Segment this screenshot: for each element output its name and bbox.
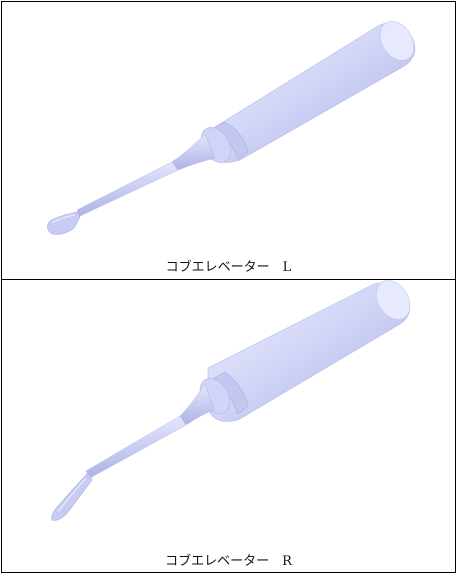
figure-panel-right: コブエレベーター R [2, 280, 455, 572]
figure-panel-left: コブエレベーター L [2, 2, 455, 280]
elevator-l-illustration [47, 21, 416, 235]
figure-caption-right: コブエレベーター R [165, 554, 292, 569]
figure-caption-left: コブエレベーター L [165, 260, 292, 275]
elevator-r-illustration [51, 280, 411, 521]
